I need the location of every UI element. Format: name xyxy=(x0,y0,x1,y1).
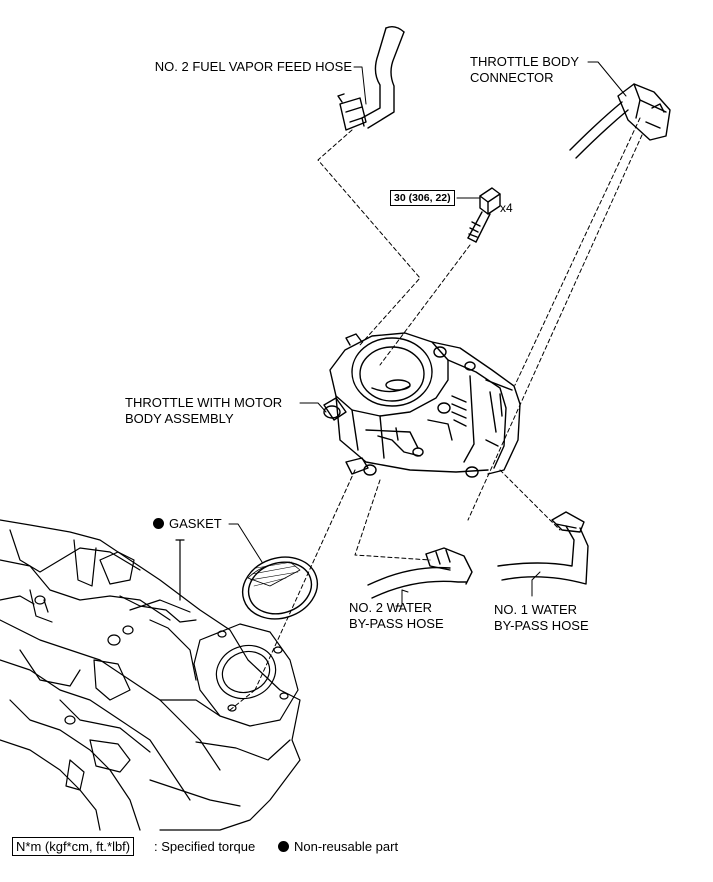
label-throttle-assembly-line2: BODY ASSEMBLY xyxy=(125,411,234,426)
legend-torque-text: : Specified torque xyxy=(154,839,256,854)
label-gasket-text: GASKET xyxy=(169,516,222,531)
assembly-guide-lines xyxy=(229,117,643,711)
label-water-hose-2-line2: BY-PASS HOSE xyxy=(349,616,444,631)
label-water-hose-1-line2: BY-PASS HOSE xyxy=(494,618,589,633)
leader-lines xyxy=(228,61,627,607)
bolt-drawing xyxy=(467,187,501,243)
gasket-drawing xyxy=(241,556,319,620)
label-throttle-connector-line1: THROTTLE BODY xyxy=(470,54,580,69)
label-fuel-vapor-hose: NO. 2 FUEL VAPOR FEED HOSE xyxy=(154,59,352,74)
label-throttle-connector-line2: CONNECTOR xyxy=(470,70,554,85)
engine-drawing xyxy=(0,519,301,831)
torque-spec-box: 30 (306, 22) xyxy=(390,190,455,206)
label-throttle-assembly-line1: THROTTLE WITH MOTOR xyxy=(125,395,283,410)
bolt-quantity: x4 xyxy=(500,201,513,215)
throttle-body-drawing xyxy=(323,332,521,478)
label-water-hose-1-line1: NO. 1 WATER xyxy=(494,602,578,617)
non-reusable-dot-icon xyxy=(153,518,164,529)
throttle-connector-drawing xyxy=(569,83,671,159)
legend-dot-icon xyxy=(278,841,289,852)
water-hose-2-drawing xyxy=(367,547,473,599)
label-water-hose-2-line1: NO. 2 WATER xyxy=(349,600,433,615)
legend-nonreusable: Non-reusable part xyxy=(278,839,398,855)
legend-nonreusable-text: Non-reusable part xyxy=(294,839,399,854)
label-gasket: GASKET xyxy=(153,516,222,532)
legend-torque-unit: N*m (kgf*cm, ft.*lbf) xyxy=(12,837,135,856)
fuel-vapor-hose-drawing xyxy=(337,25,405,131)
water-hose-1-drawing xyxy=(497,511,589,585)
